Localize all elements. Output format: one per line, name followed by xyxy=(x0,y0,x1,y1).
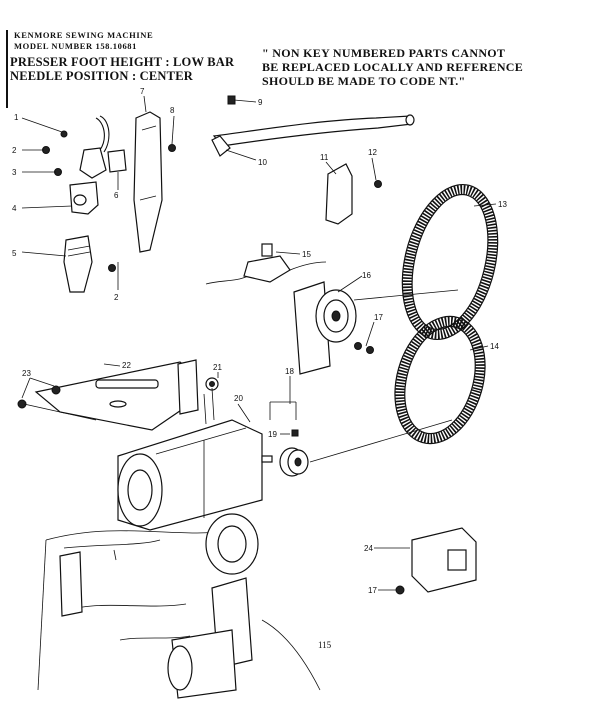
note-line-3: SHOULD BE MADE TO CODE NT." xyxy=(262,74,466,88)
motor-mount-bracket xyxy=(17,359,219,431)
header-rule xyxy=(6,30,8,108)
presser-foot-height: PRESSER FOOT HEIGHT : LOW BAR xyxy=(10,55,235,69)
callout-1: 1 xyxy=(14,113,19,122)
callout-12: 12 xyxy=(368,148,377,157)
belt-14 xyxy=(394,315,486,445)
callout-15: 15 xyxy=(302,250,311,259)
callout-8: 8 xyxy=(170,106,175,115)
callout-5: 5 xyxy=(12,249,17,258)
callout-17a: 17 xyxy=(374,313,383,322)
callout-16: 16 xyxy=(362,271,371,280)
callout-10: 10 xyxy=(258,158,267,167)
leader-lines xyxy=(21,95,497,591)
callout-22: 22 xyxy=(122,361,131,370)
callout-18: 18 xyxy=(285,367,294,376)
callout-13: 13 xyxy=(498,200,507,209)
callout-9: 9 xyxy=(258,98,263,107)
callout-23: 23 xyxy=(22,369,31,378)
callout-labels: 1 2 3 4 5 6 7 8 2 9 10 11 12 13 14 15 16… xyxy=(12,87,507,595)
rod-lever xyxy=(211,95,415,157)
page-number: 115 xyxy=(318,640,332,650)
model-number: MODEL NUMBER 158.10681 xyxy=(14,41,137,51)
bracket-11 xyxy=(325,163,382,225)
belt-13 xyxy=(401,183,499,341)
callout-20: 20 xyxy=(234,394,243,403)
callout-2b: 2 xyxy=(114,293,119,302)
brand-title: KENMORE SEWING MACHINE xyxy=(14,30,154,40)
motor-20 xyxy=(117,387,273,531)
callout-24: 24 xyxy=(364,544,373,553)
callout-2a: 2 xyxy=(12,146,17,155)
callout-7: 7 xyxy=(140,87,145,96)
callout-21: 21 xyxy=(213,363,222,372)
needle-position: NEEDLE POSITION : CENTER xyxy=(10,69,193,83)
pulley-18 xyxy=(279,419,453,477)
note-line-1: " NON KEY NUMBERED PARTS CANNOT xyxy=(262,46,506,60)
bracket-24 xyxy=(395,527,477,595)
callout-3: 3 xyxy=(12,168,17,177)
light-socket-assembly xyxy=(42,115,110,293)
light-bracket xyxy=(107,111,176,272)
callout-17b: 17 xyxy=(368,586,377,595)
callout-4: 4 xyxy=(12,204,17,213)
callout-6: 6 xyxy=(114,191,119,200)
callout-19: 19 xyxy=(268,430,277,439)
note-line-2: BE REPLACED LOCALLY AND REFERENCE xyxy=(262,60,524,74)
callout-14: 14 xyxy=(490,342,499,351)
callout-11: 11 xyxy=(320,153,329,162)
machine-body xyxy=(37,513,321,699)
switch-15 xyxy=(205,243,327,285)
motor-pulley-bracket xyxy=(293,281,459,375)
